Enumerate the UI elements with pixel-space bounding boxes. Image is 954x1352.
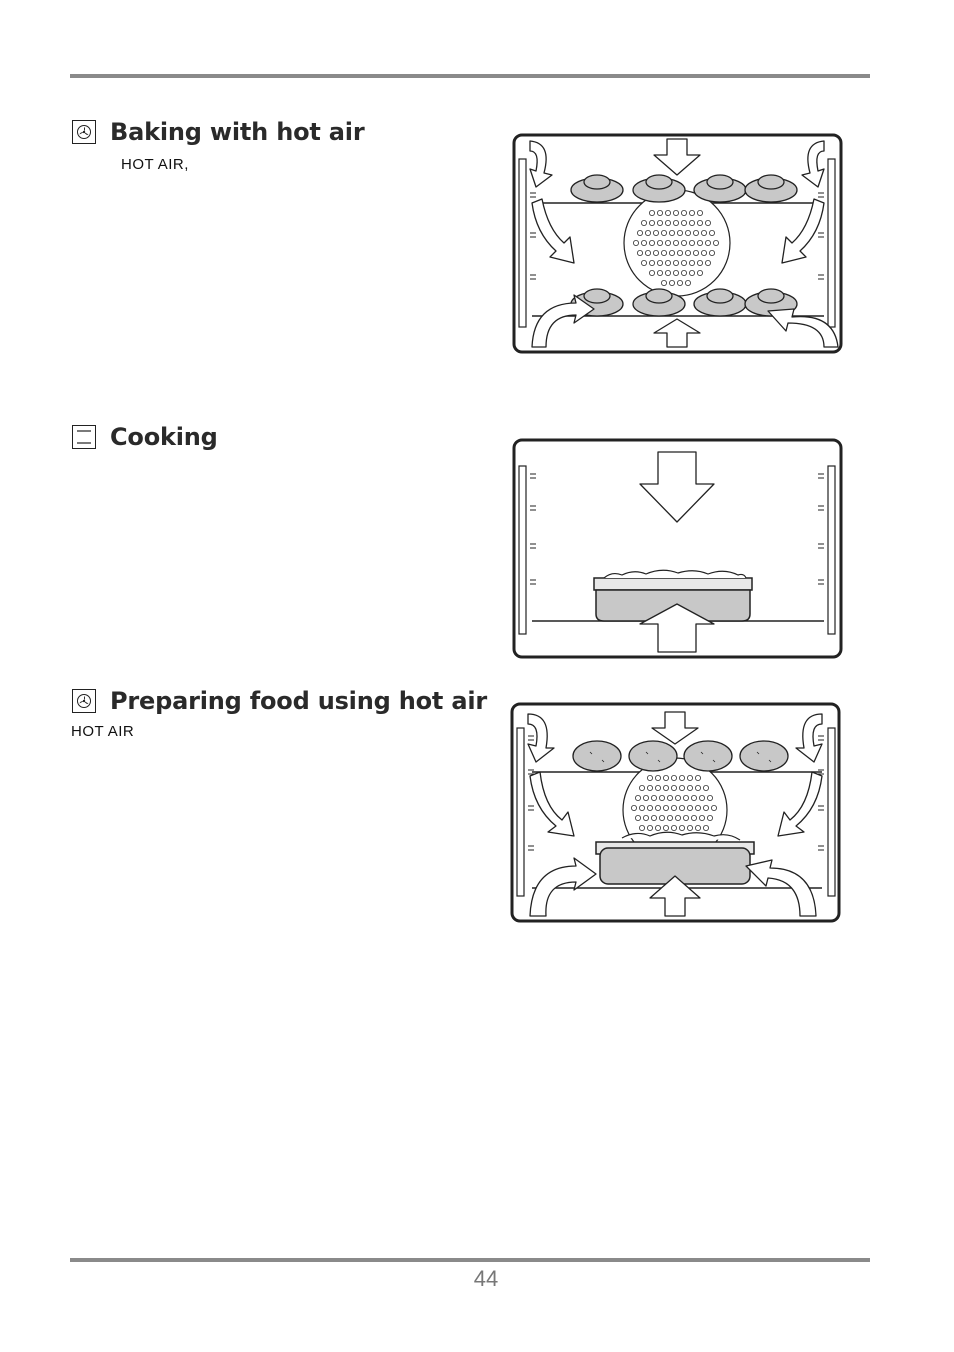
oven-diagram-preparing-hot-air (510, 702, 841, 923)
section-heading-preparing: Preparing food using hot air (72, 687, 487, 715)
section-heading-baking: Baking with hot air (72, 118, 365, 146)
top-rule (70, 74, 870, 78)
section-subtitle: HOT AIR, (121, 156, 189, 173)
bottom-rule (70, 1258, 870, 1262)
section-title: Baking with hot air (110, 118, 365, 146)
section-title: Preparing food using hot air (110, 687, 487, 715)
section-heading-cooking: Cooking (72, 423, 218, 451)
page-number: 44 (473, 1266, 499, 1291)
oven-diagram-baking-hot-air (512, 133, 843, 354)
oven-diagram-cooking (512, 438, 843, 659)
section-subtitle: HOT AIR (71, 723, 135, 740)
fan-icon (72, 120, 96, 144)
top-bottom-heat-icon (72, 425, 96, 449)
fan-icon (72, 689, 96, 713)
section-title: Cooking (110, 423, 218, 451)
